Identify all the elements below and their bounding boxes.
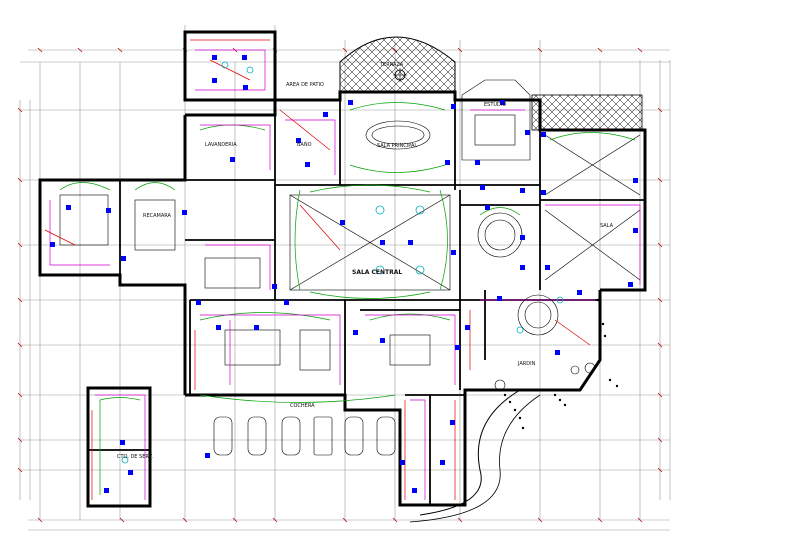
garden-plants	[494, 298, 619, 430]
driveway-curve	[419, 389, 521, 516]
wiring-red	[44, 39, 591, 500]
wiring-magenta	[49, 49, 641, 500]
label-recamara: RECAMARA	[143, 213, 172, 219]
label-terraza: TERRAZA	[379, 62, 404, 68]
outlet-symbols	[50, 55, 638, 493]
label-estudio: ESTUDIO	[484, 102, 506, 108]
walls	[38, 30, 647, 508]
room-labels: AREA DE PATIO LAVANDERIA BAÑO SALA PRINC…	[117, 62, 614, 460]
label-cuarto-servicio: CTO. DE SERV.	[117, 454, 153, 460]
label-area-patio: AREA DE PATIO	[286, 82, 324, 88]
hatched-terrace-top	[339, 36, 456, 93]
label-sala-central: SALA CENTRAL	[352, 269, 402, 276]
wiring-green	[59, 102, 636, 495]
cyan-fixtures	[121, 61, 564, 464]
driveway-curve-outer	[409, 394, 541, 523]
furniture	[59, 79, 641, 456]
label-sala: SALA	[600, 223, 614, 229]
label-lavanderia: LAVANDERIA	[205, 142, 237, 148]
label-sala-principal: SALA PRINCIPAL	[377, 143, 417, 149]
compass-target	[393, 68, 407, 82]
label-jardin: JARDIN	[517, 361, 536, 367]
hatched-terrace-right	[531, 94, 643, 131]
label-cochera: COCHERA	[290, 403, 315, 409]
label-bano: BAÑO	[297, 141, 312, 148]
dimension-ticks	[17, 47, 663, 523]
